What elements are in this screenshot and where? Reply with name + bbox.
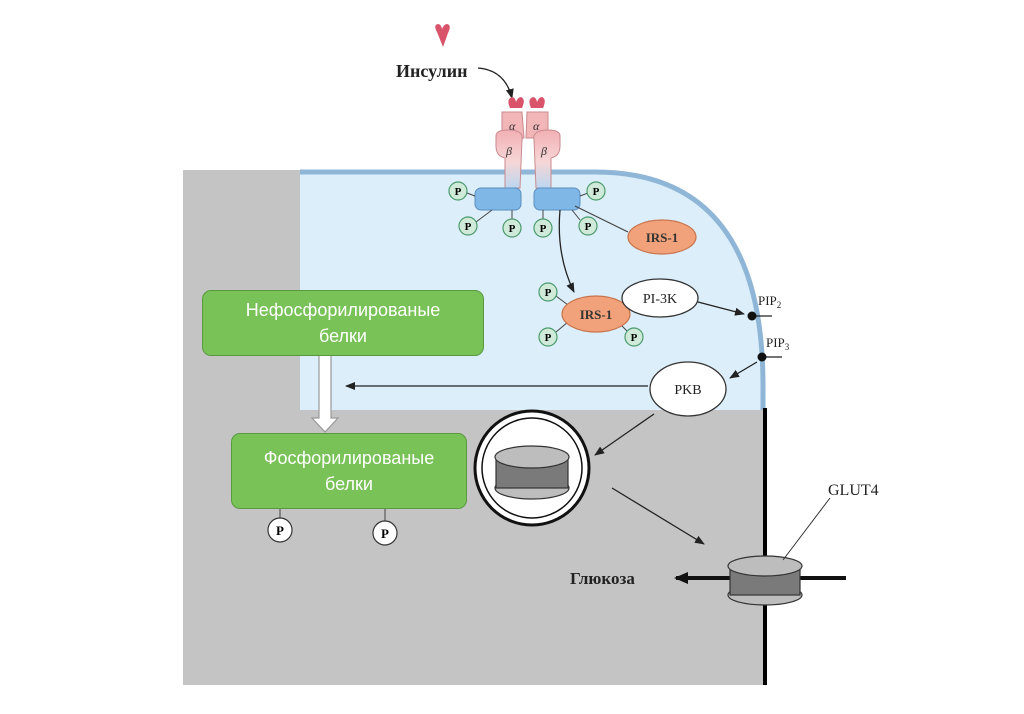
- insulin-label: Инсулин: [396, 61, 468, 81]
- pi3k-node: [621, 278, 699, 318]
- p-receptor-4: P: [540, 223, 547, 235]
- p-irs1-1: P: [545, 287, 552, 299]
- unphosphorylated-proteins-box: Нефосфорилированые белки: [202, 290, 484, 356]
- irs1-free-label: IRS-1: [646, 230, 679, 245]
- pkb-label: PKB: [674, 383, 701, 398]
- arrow-pip3-to-pkb: [729, 361, 758, 379]
- irs1-phos-label: IRS-1: [580, 307, 613, 322]
- phosphorylated-proteins-box: Фосфорилированые белки: [231, 433, 467, 509]
- insulin-arrow: [477, 67, 514, 99]
- arrow-vesicle-to-glut4: [611, 487, 705, 545]
- phosphorylated-line1: Фосфорилированые: [263, 448, 435, 468]
- p-receptor-5: P: [593, 186, 600, 198]
- pip2-dot: [747, 311, 757, 321]
- beta-label-2: β: [540, 144, 547, 158]
- p-irs1-3: P: [631, 332, 638, 344]
- p-protein-2: P: [381, 526, 389, 541]
- alpha-label-2: α: [533, 119, 540, 133]
- phosphorylation-arrow: [310, 354, 340, 433]
- irs1-free: [627, 219, 697, 255]
- glut4-transporter-icon: [727, 555, 803, 606]
- pip3-dot: [757, 352, 767, 362]
- insulin-receptor: [474, 97, 581, 211]
- cell-membrane: [300, 169, 766, 410]
- phosphorylated-line2: белки: [325, 474, 373, 494]
- p-receptor-6: P: [585, 221, 592, 233]
- alpha-label-1: α: [509, 119, 516, 133]
- irs1-phosphorylated-group: [538, 282, 644, 347]
- unphosphorylated-line1: Нефосфорилированые: [245, 300, 441, 320]
- insulin-molecule-icon: [435, 24, 450, 47]
- arrow-receptor-to-irs1: [558, 209, 575, 293]
- unphosphorylated-line2: белки: [319, 326, 367, 346]
- arrow-pkb-to-vesicle: [594, 413, 655, 456]
- beta-label-1: β: [505, 144, 512, 158]
- glut4-label: GLUT4: [828, 482, 879, 499]
- pkb-node: [649, 361, 727, 417]
- p-receptor-1: P: [455, 186, 462, 198]
- p-irs1-2: P: [545, 332, 552, 344]
- pip3-label: PIP3: [766, 335, 790, 352]
- glut4-label-pointer: [782, 497, 831, 561]
- pi3k-label: PI-3K: [643, 292, 677, 307]
- pip2-label: PIP2: [758, 293, 781, 310]
- p-protein-1: P: [276, 523, 284, 538]
- protein-phosphates: [267, 508, 398, 546]
- glucose-label: Глюкоза: [570, 569, 635, 588]
- p-receptor-2: P: [465, 221, 472, 233]
- glut4-vesicle-icon: [473, 409, 591, 527]
- receptor-phosphates: [448, 181, 606, 238]
- p-receptor-3: P: [509, 223, 516, 235]
- arrow-pi3k-to-pip2: [697, 301, 745, 316]
- irs1-link: [574, 205, 629, 233]
